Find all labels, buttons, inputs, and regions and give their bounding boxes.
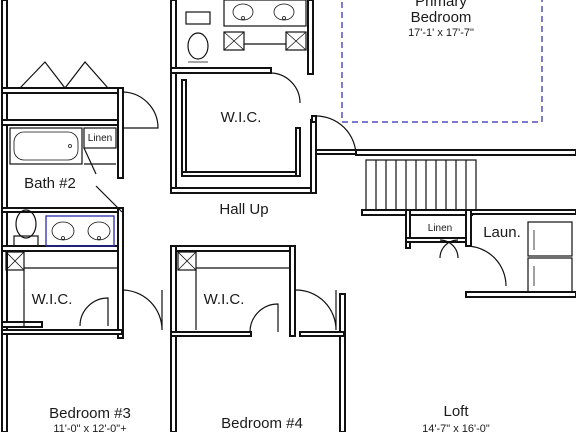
linen-bath-label: Linen: [88, 133, 112, 144]
toilet-icon: [185, 11, 211, 63]
double-door-swing: [19, 61, 109, 89]
bath2-label: Bath #2: [24, 175, 76, 192]
washer-dryer: [527, 221, 573, 293]
primary-bedroom-ceiling-outline: [341, 0, 543, 123]
door-swings: [79, 72, 507, 333]
laundry-label: Laun.: [483, 224, 521, 241]
primary-bedroom-name-line1: Primary: [415, 0, 467, 10]
loft-dims: 14'-7" x 16'-0": [422, 423, 490, 432]
stairs: [365, 159, 477, 211]
toilet-icon: [13, 209, 39, 247]
closet-shelf: [177, 251, 290, 330]
bedroom3-dims: 11'-0" x 12'-0"+: [53, 423, 126, 432]
bedroom4-label: Bedroom #4: [221, 415, 303, 432]
linen-hall-label: Linen: [428, 223, 452, 234]
wic-bed4-label: W.I.C.: [204, 291, 245, 308]
tub: [9, 127, 83, 165]
bedroom3-label: Bedroom #3: [49, 405, 131, 422]
linen-closet-bath: [83, 127, 117, 149]
wic-primary-label: W.I.C.: [221, 109, 262, 126]
primary-bedroom-name-line2: Bedroom: [411, 9, 472, 26]
loft-label: Loft: [443, 403, 469, 420]
wic-bed3-label: W.I.C.: [32, 291, 73, 308]
primary-bedroom-dims: 17'-1' x 17'-7": [408, 27, 474, 39]
primary-vanity: [223, 0, 307, 51]
closet-shelf: [5, 251, 118, 326]
bath2-vanity: [45, 215, 115, 247]
hall-label: Hall Up: [219, 201, 268, 218]
